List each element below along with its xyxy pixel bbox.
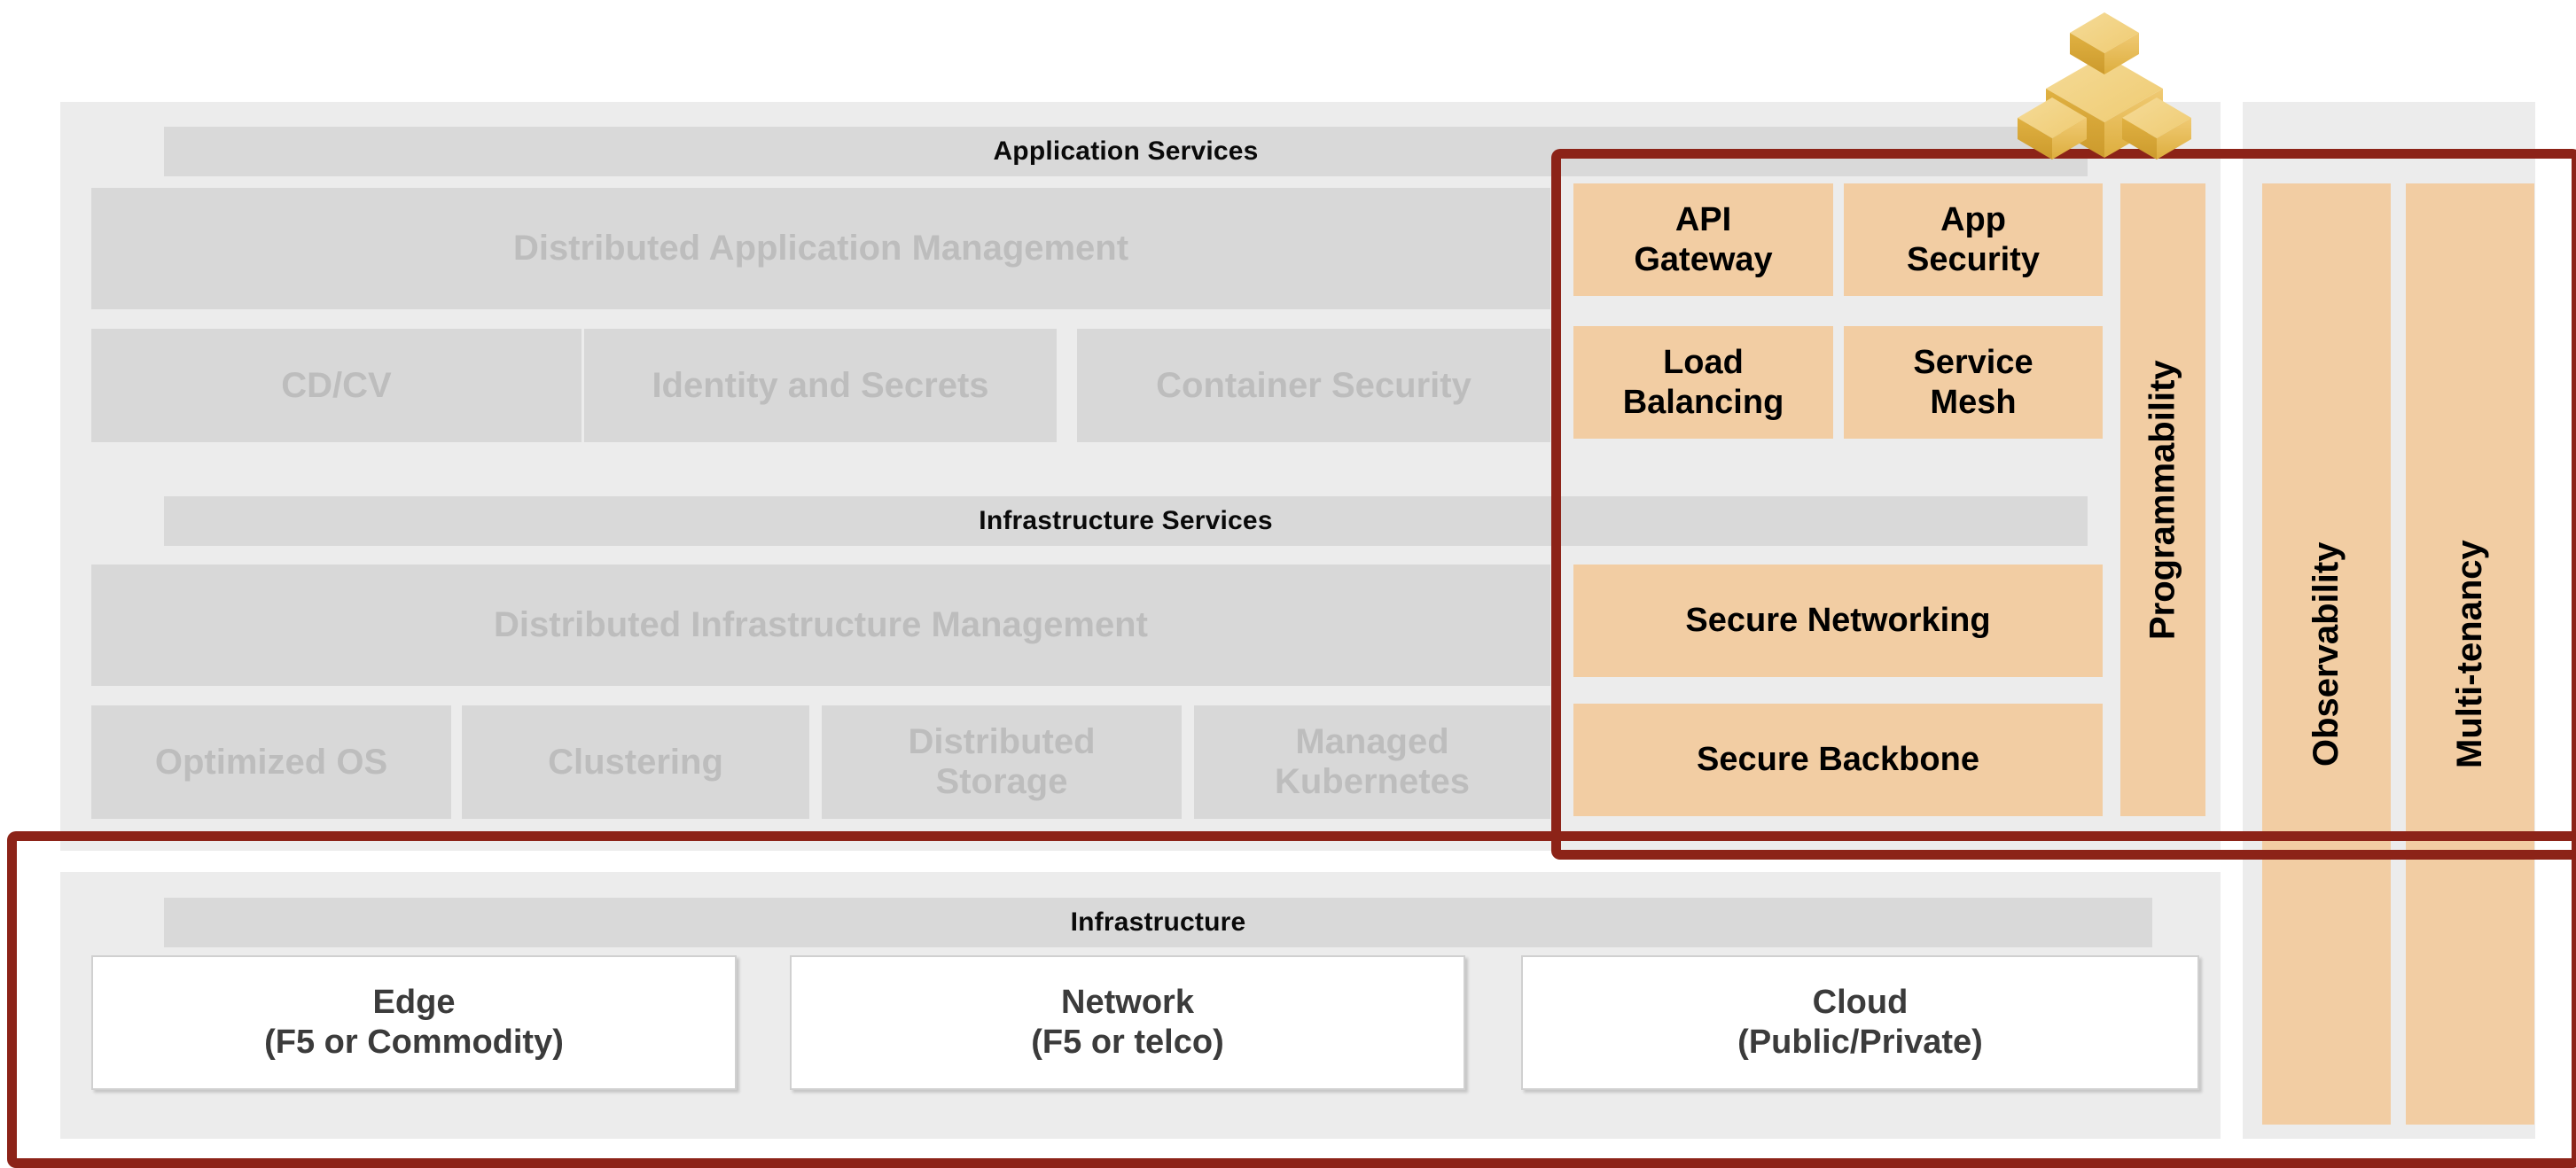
multi-tenancy-label: Multi-tenancy xyxy=(2449,540,2489,768)
cd-cv-label: CD/CV xyxy=(281,365,392,405)
programmability-column: Programmability xyxy=(2120,183,2205,816)
network-box: Network(F5 or telco) xyxy=(790,955,1465,1090)
distributed-infrastructure-management-box: Distributed Infrastructure Management xyxy=(91,565,1550,686)
identity-and-secrets-box: Identity and Secrets xyxy=(584,329,1057,442)
secure-networking-label: Secure Networking xyxy=(1685,602,1991,640)
cloud-label: Cloud(Public/Private) xyxy=(1737,984,1983,1061)
secure-networking-box: Secure Networking xyxy=(1573,565,2103,677)
clustering-label: Clustering xyxy=(548,742,723,782)
container-security-label: Container Security xyxy=(1156,365,1471,405)
observability-column: Observability xyxy=(2262,183,2391,1125)
optimized-os-box: Optimized OS xyxy=(91,705,451,819)
clustering-box: Clustering xyxy=(462,705,809,819)
edge-box: Edge(F5 or Commodity) xyxy=(91,955,737,1090)
distributed-infrastructure-management-label: Distributed Infrastructure Management xyxy=(494,605,1148,645)
container-security-box: Container Security xyxy=(1077,329,1550,442)
edge-label: Edge(F5 or Commodity) xyxy=(264,984,564,1061)
infrastructure-header: Infrastructure xyxy=(164,898,2152,947)
identity-and-secrets-label: Identity and Secrets xyxy=(652,365,989,405)
application-services-header: Application Services xyxy=(164,127,2088,176)
secure-backbone-label: Secure Backbone xyxy=(1697,741,1979,779)
optimized-os-label: Optimized OS xyxy=(154,742,388,782)
cloud-box: Cloud(Public/Private) xyxy=(1521,955,2199,1090)
cd-cv-box: CD/CV xyxy=(91,329,582,442)
infrastructure-services-header: Infrastructure Services xyxy=(164,496,2088,546)
distributed-application-management-label: Distributed Application Management xyxy=(512,229,1129,269)
infrastructure-services-header-label: Infrastructure Services xyxy=(979,506,1273,535)
distributed-application-management-box: Distributed Application Management xyxy=(91,188,1550,309)
observability-label: Observability xyxy=(2306,541,2346,767)
application-services-header-label: Application Services xyxy=(993,136,1259,166)
secure-backbone-box: Secure Backbone xyxy=(1573,704,2103,816)
network-label: Network(F5 or telco) xyxy=(1031,984,1224,1061)
stacked-cubes-logo xyxy=(2018,12,2191,160)
programmability-label: Programmability xyxy=(2143,360,2182,640)
infrastructure-header-label: Infrastructure xyxy=(1070,907,1246,937)
multi-tenancy-column: Multi-tenancy xyxy=(2406,183,2534,1125)
